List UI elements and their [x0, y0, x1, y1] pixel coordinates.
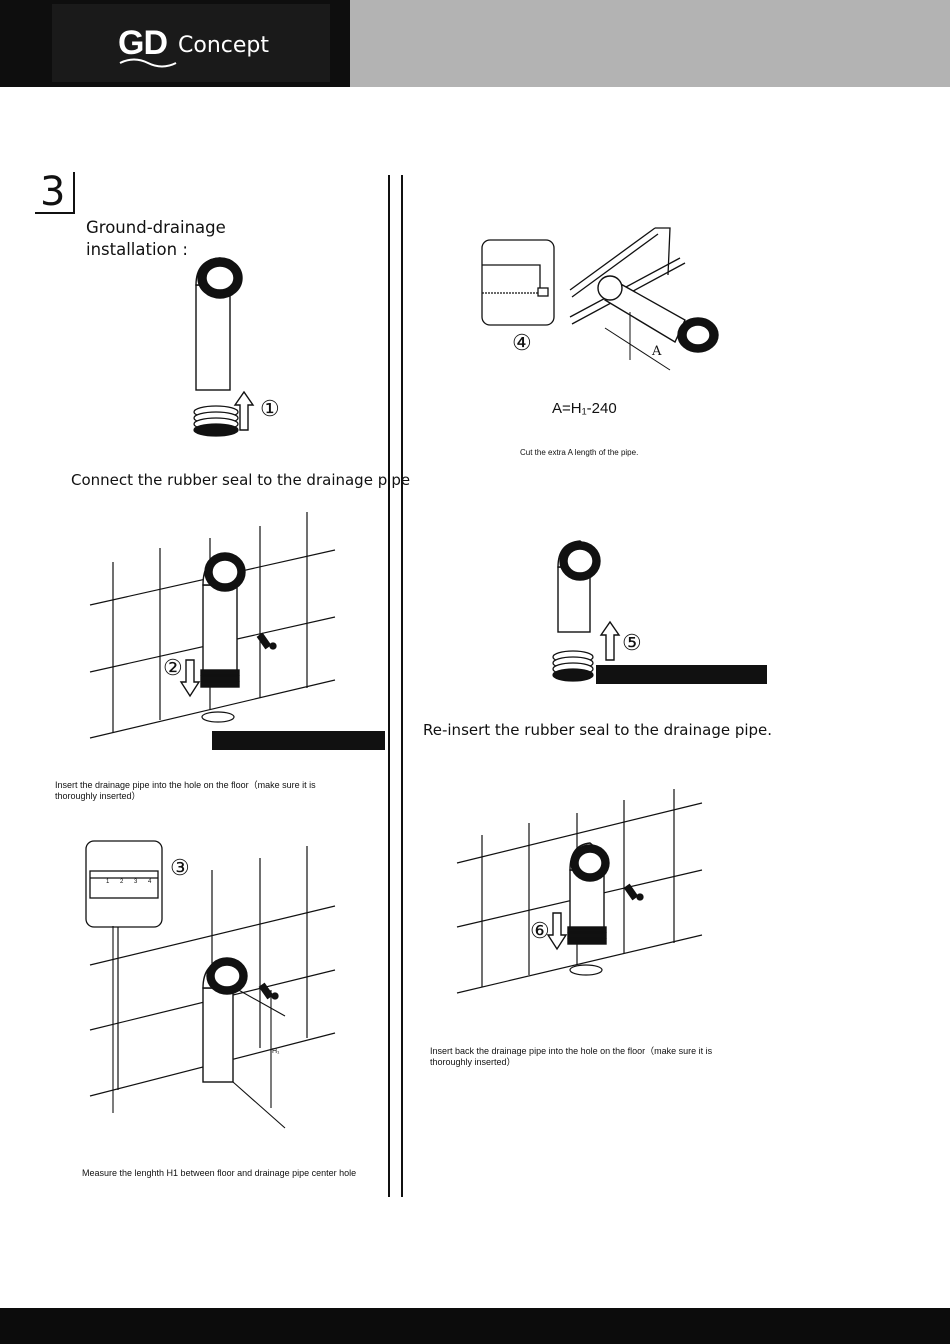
- step4-illustration: [481, 227, 719, 371]
- down-arrow-icon: [179, 659, 201, 698]
- step3-dim-label: H₁: [272, 1048, 280, 1055]
- footer-bar: [0, 1308, 950, 1344]
- step3-caption: Measure the lenghth H1 between floor and…: [82, 1168, 357, 1178]
- brand-wave-icon: [119, 58, 177, 68]
- section-title-line1: Ground-drainage: [86, 218, 226, 237]
- step1-caption: Connect the rubber seal to the drainage …: [71, 471, 411, 489]
- step3-illustration: [85, 840, 336, 1129]
- rubber-seal-icon: [552, 650, 594, 682]
- dimension-a-lines: [604, 312, 671, 371]
- tile-wall-grid: [89, 846, 336, 1097]
- ruler-tick-4: 4: [148, 879, 152, 885]
- ruler-callout: [85, 840, 163, 928]
- column-divider: [388, 175, 390, 1197]
- pipe-being-cut-icon: [597, 275, 719, 353]
- down-arrow-icon: [546, 912, 568, 951]
- step2-illustration: [89, 512, 336, 739]
- step6-caption: Insert back the drainage pipe into the h…: [430, 1046, 713, 1067]
- floor-hole: [201, 711, 235, 723]
- section-number-bracket: [35, 172, 75, 214]
- step1-illustration: [193, 257, 255, 437]
- step5-caption: Re-insert the rubber seal to the drainag…: [423, 721, 773, 739]
- floor-hole: [569, 964, 603, 976]
- drain-pipe-icon: [195, 257, 243, 391]
- section-number: 3: [40, 169, 66, 215]
- step6-illustration: [456, 789, 703, 994]
- step1-marker: ①: [260, 396, 280, 421]
- section-title-line2: installation :: [86, 240, 188, 259]
- column-divider: [401, 175, 403, 1197]
- valve-icon: [258, 982, 279, 1000]
- step4-formula: A=H₁-240: [552, 400, 617, 417]
- step5-black-bar: [596, 665, 767, 684]
- ruler-tick-3: 3: [134, 879, 138, 885]
- step2-caption: Insert the drainage pipe into the hole o…: [55, 780, 316, 801]
- brand-logo-gd: GD: [118, 24, 168, 62]
- ruler-tick-1: 1: [106, 879, 110, 885]
- drain-pipe-icon: [567, 842, 610, 945]
- valve-icon: [256, 632, 277, 650]
- step2-marker: ②: [163, 655, 183, 680]
- step4-caption: Cut the extra A length of the pipe.: [520, 448, 639, 457]
- measurement-lines: [112, 926, 286, 1129]
- brand-logo-concept: Concept: [178, 33, 269, 58]
- step2-black-bar: [212, 731, 385, 750]
- step4-marker: ④: [512, 330, 532, 355]
- rubber-seal-icon: [193, 405, 239, 437]
- header-gray-band: [350, 0, 950, 87]
- step5-marker: ⑤: [622, 630, 642, 655]
- drain-pipe-icon: [557, 540, 601, 633]
- drain-pipe-icon: [200, 552, 246, 688]
- step5-illustration: [552, 540, 621, 682]
- header-logo-panel: [52, 4, 330, 82]
- saw-callout: [481, 239, 555, 326]
- up-arrow-icon: [233, 390, 255, 431]
- up-arrow-icon: [599, 620, 621, 661]
- step6-marker: ⑥: [530, 918, 550, 943]
- ruler-tick-2: 2: [120, 879, 124, 885]
- valve-icon: [623, 883, 644, 901]
- step4-dim-label: A: [652, 344, 662, 359]
- drain-pipe-icon: [202, 957, 248, 1083]
- step3-marker: ③: [170, 855, 190, 880]
